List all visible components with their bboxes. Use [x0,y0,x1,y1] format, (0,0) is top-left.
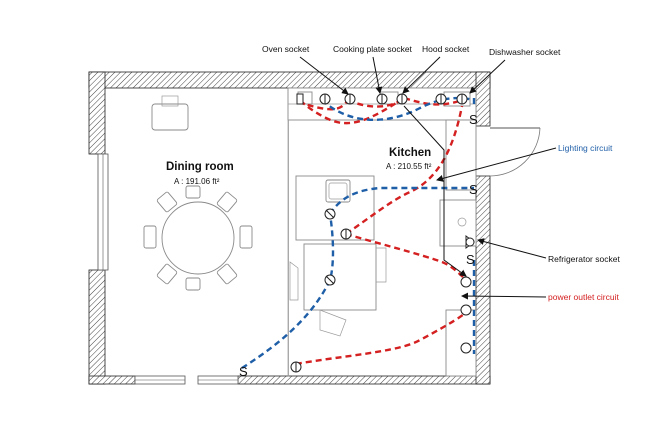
kitchen-furniture [287,87,477,377]
lighting-circuit [241,96,476,370]
sink [325,179,351,203]
wall-left-lower [88,269,106,385]
window-bottom-2 [197,375,239,385]
wall-right-lower [475,175,491,385]
lighting-circuit-label: Lighting circuit [558,143,613,153]
hood-to-fridge-pointer [403,105,467,277]
lighting-circuit-pointer [436,147,557,182]
refrigerator-socket-pointer [477,238,547,259]
kitchen-area: A : 210.55 ft² [386,162,432,171]
wall-top [88,71,491,89]
socket-icon [319,93,331,105]
socket-icon [296,93,304,105]
wall-bottom-left [88,375,136,385]
window-bottom-1 [134,375,186,385]
dishwasher-socket-label: Dishwasher socket [489,47,561,57]
wall-left-upper [88,71,106,155]
switches: S S S S [239,112,478,379]
socket-icon [396,93,408,105]
dining-room-name: Dining room [166,161,234,173]
cooking-plate-socket-label: Cooking plate socket [333,44,413,54]
light-point-icon [324,208,336,220]
dining-furniture [143,95,253,291]
dishwasher-socket-pointer [469,59,506,94]
hood-socket-label: Hood socket [422,44,470,54]
socket-icon [340,228,352,240]
door-right [476,127,541,177]
hood-socket-pointer [402,56,441,94]
dining-table [161,201,235,275]
refrigerator-socket-icon [465,235,475,249]
window-left [97,153,109,271]
socket-icon [435,93,447,105]
switch-icon: S [469,182,478,197]
socket-icon [290,361,302,373]
switch-icon: S [239,364,248,379]
sockets [290,93,475,373]
dining-room-area: A : 191.06 ft² [174,177,220,186]
cooking-plate-socket-pointer [372,56,383,94]
power-outlet-circuit-label: power outlet circuit [548,292,620,302]
switch-icon: S [469,112,478,127]
armchair [151,103,189,131]
refrigerator-socket-label: Refrigerator socket [548,254,620,264]
socket-icon [376,93,388,105]
kitchen-name: Kitchen [389,147,431,159]
socket-icon [460,276,472,288]
oven-socket-label: Oven socket [262,44,310,54]
socket-icon [460,342,472,354]
switch-icon: S [466,252,475,267]
oven-socket-pointer [299,56,349,95]
socket-icon [460,304,472,316]
wall-bottom-right [237,375,491,385]
socket-icon [344,93,356,105]
power-outlet-circuit-pointer [461,292,547,300]
socket-icon [456,93,468,105]
light-point-icon [324,274,336,286]
kitchen-table [303,243,377,311]
